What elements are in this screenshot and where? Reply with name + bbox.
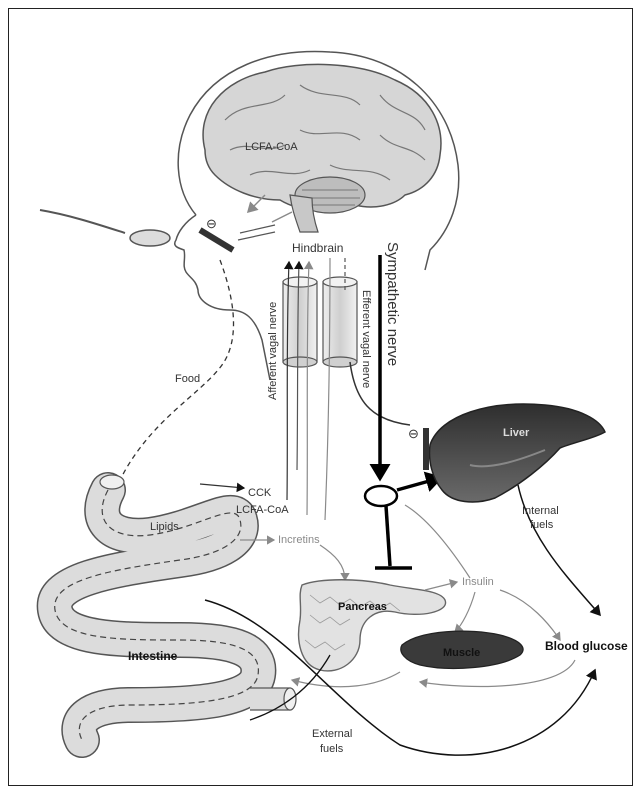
- intestine-label: Intestine: [128, 649, 178, 663]
- gut-to-cck-arrow: [200, 484, 244, 488]
- spoon: [40, 210, 170, 246]
- lipids-label: Lipids: [150, 521, 179, 533]
- ganglion-to-pancreas-line: [386, 506, 390, 566]
- food-path: [120, 260, 234, 480]
- insulin-to-muscle-arrow: [455, 592, 475, 632]
- internal-fuels-label-2: fuels: [530, 519, 554, 531]
- ganglion-to-liver-arrow: [397, 478, 440, 490]
- mouth-to-hindbrain-line-2: [238, 232, 275, 240]
- liver-pancreas-grey-line: [405, 505, 470, 578]
- food-label: Food: [175, 373, 200, 385]
- cck-label: CCK: [248, 487, 272, 499]
- mouth-inhibition-bar: [200, 230, 233, 250]
- brain-lcfa-coa-label: LCFA-CoA: [245, 141, 298, 153]
- insulin-label: Insulin: [462, 576, 494, 588]
- gut-lcfa-coa-label: LCFA-CoA: [236, 504, 289, 516]
- hindbrain-label: Hindbrain: [292, 241, 343, 255]
- internal-fuels-label-1: Internal: [522, 505, 559, 517]
- muscle-label: Muscle: [443, 647, 480, 659]
- afferent-vagal-label: Afferent vagal nerve: [267, 302, 279, 400]
- external-fuels-label-2: fuels: [320, 743, 344, 755]
- pancreas-label: Pancreas: [338, 601, 387, 613]
- efferent-vagal-label: Efferent vagal nerve: [360, 290, 372, 388]
- incretins-label: Incretins: [278, 534, 320, 546]
- blood-glucose-label: Blood glucose: [545, 639, 628, 653]
- brain-stem-connector: [272, 212, 292, 222]
- brain: [203, 64, 441, 232]
- liver: [430, 404, 606, 502]
- sympathetic-nerve-label: Sympathetic nerve: [384, 242, 401, 366]
- liver-inhibit-symbol: ⊖: [408, 426, 419, 441]
- mouth-to-hindbrain-line-1: [240, 225, 275, 233]
- sympathetic-ganglion: [365, 486, 397, 506]
- liver-label: Liver: [503, 427, 530, 439]
- incretins-to-pancreas-arrow: [320, 545, 345, 580]
- insulin-to-glucose-arrow: [500, 590, 560, 640]
- mouth-inhibit-symbol: ⊖: [206, 216, 217, 231]
- pancreas-to-insulin-arrow: [425, 582, 457, 590]
- efferent-vagal-tube: [323, 277, 357, 367]
- external-fuels-label-1: External: [312, 728, 352, 740]
